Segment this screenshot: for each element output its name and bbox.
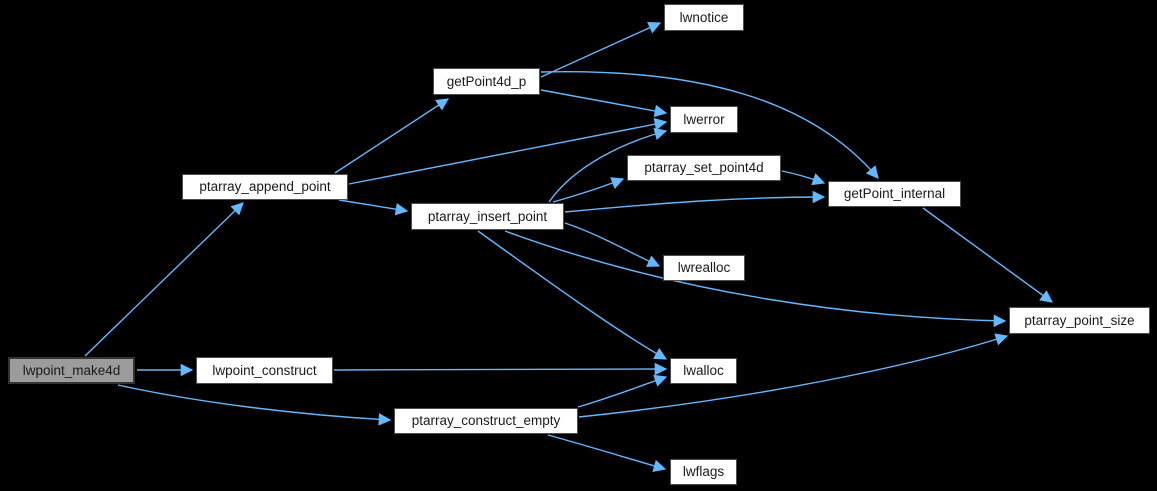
graph-node-getPoint4d_p[interactable]: getPoint4d_p <box>433 68 540 95</box>
edge-group <box>84 21 1054 472</box>
graph-node-getPoint_internal[interactable]: getPoint_internal <box>828 181 961 207</box>
graph-node-ptarray_set_point4d[interactable]: ptarray_set_point4d <box>627 155 781 181</box>
edge-ptarray_append_point-to-ptarray_insert_point <box>338 199 409 216</box>
edge-ptarray_insert_point-to-getPoint_internal <box>564 190 826 213</box>
edge-ptarray_construct_empty-to-lwflags <box>547 434 667 472</box>
graph-node-ptarray_append_point[interactable]: ptarray_append_point <box>182 174 348 200</box>
graph-node-lwalloc[interactable]: lwalloc <box>670 358 737 384</box>
graph-node-lwrealloc[interactable]: lwrealloc <box>663 255 745 281</box>
edge-ptarray_append_point-to-getPoint4d_p <box>334 98 450 174</box>
edge-getPoint4d_p-to-lwnotice <box>540 21 662 78</box>
graph-node-lwpoint_construct[interactable]: lwpoint_construct <box>196 357 333 384</box>
edge-getPoint4d_p-to-lwerror <box>540 89 668 118</box>
edge-lwpoint_construct-to-lwalloc <box>333 362 668 376</box>
edge-getPoint_internal-to-ptarray_point_size <box>922 207 1054 303</box>
edge-ptarray_insert_point-to-ptarray_set_point4d <box>552 177 625 203</box>
edge-ptarray_set_point4d-to-getPoint_internal <box>781 170 826 186</box>
graph-node-lwnotice[interactable]: lwnotice <box>664 4 744 31</box>
graph-node-lwflags[interactable]: lwflags <box>670 459 737 485</box>
graph-node-lwerror[interactable]: lwerror <box>670 106 738 133</box>
graph-node-ptarray_insert_point[interactable]: ptarray_insert_point <box>411 203 564 230</box>
graph-node-ptarray_point_size[interactable]: ptarray_point_size <box>1009 307 1150 334</box>
edge-ptarray_insert_point-to-lwalloc <box>477 230 668 360</box>
graph-node-ptarray_construct_empty[interactable]: ptarray_construct_empty <box>394 408 578 434</box>
edge-ptarray_construct_empty-to-lwalloc <box>577 374 668 408</box>
edge-ptarray_insert_point-to-lwrealloc <box>564 222 661 267</box>
edge-getPoint4d_p-to-getPoint_internal <box>540 70 879 179</box>
edge-ptarray_append_point-to-lwerror <box>348 117 668 185</box>
edge-lwpoint_make4d-to-ptarray_construct_empty <box>117 384 392 426</box>
edge-ptarray_insert_point-to-ptarray_point_size <box>504 230 1007 328</box>
graph-node-lwpoint_make4d[interactable]: lwpoint_make4d <box>8 357 135 384</box>
edge-ptarray_insert_point-to-lwerror <box>548 127 668 203</box>
edge-lwpoint_make4d-to-ptarray_append_point <box>84 202 244 357</box>
edge-ptarray_construct_empty-to-ptarray_point_size <box>578 333 1009 418</box>
